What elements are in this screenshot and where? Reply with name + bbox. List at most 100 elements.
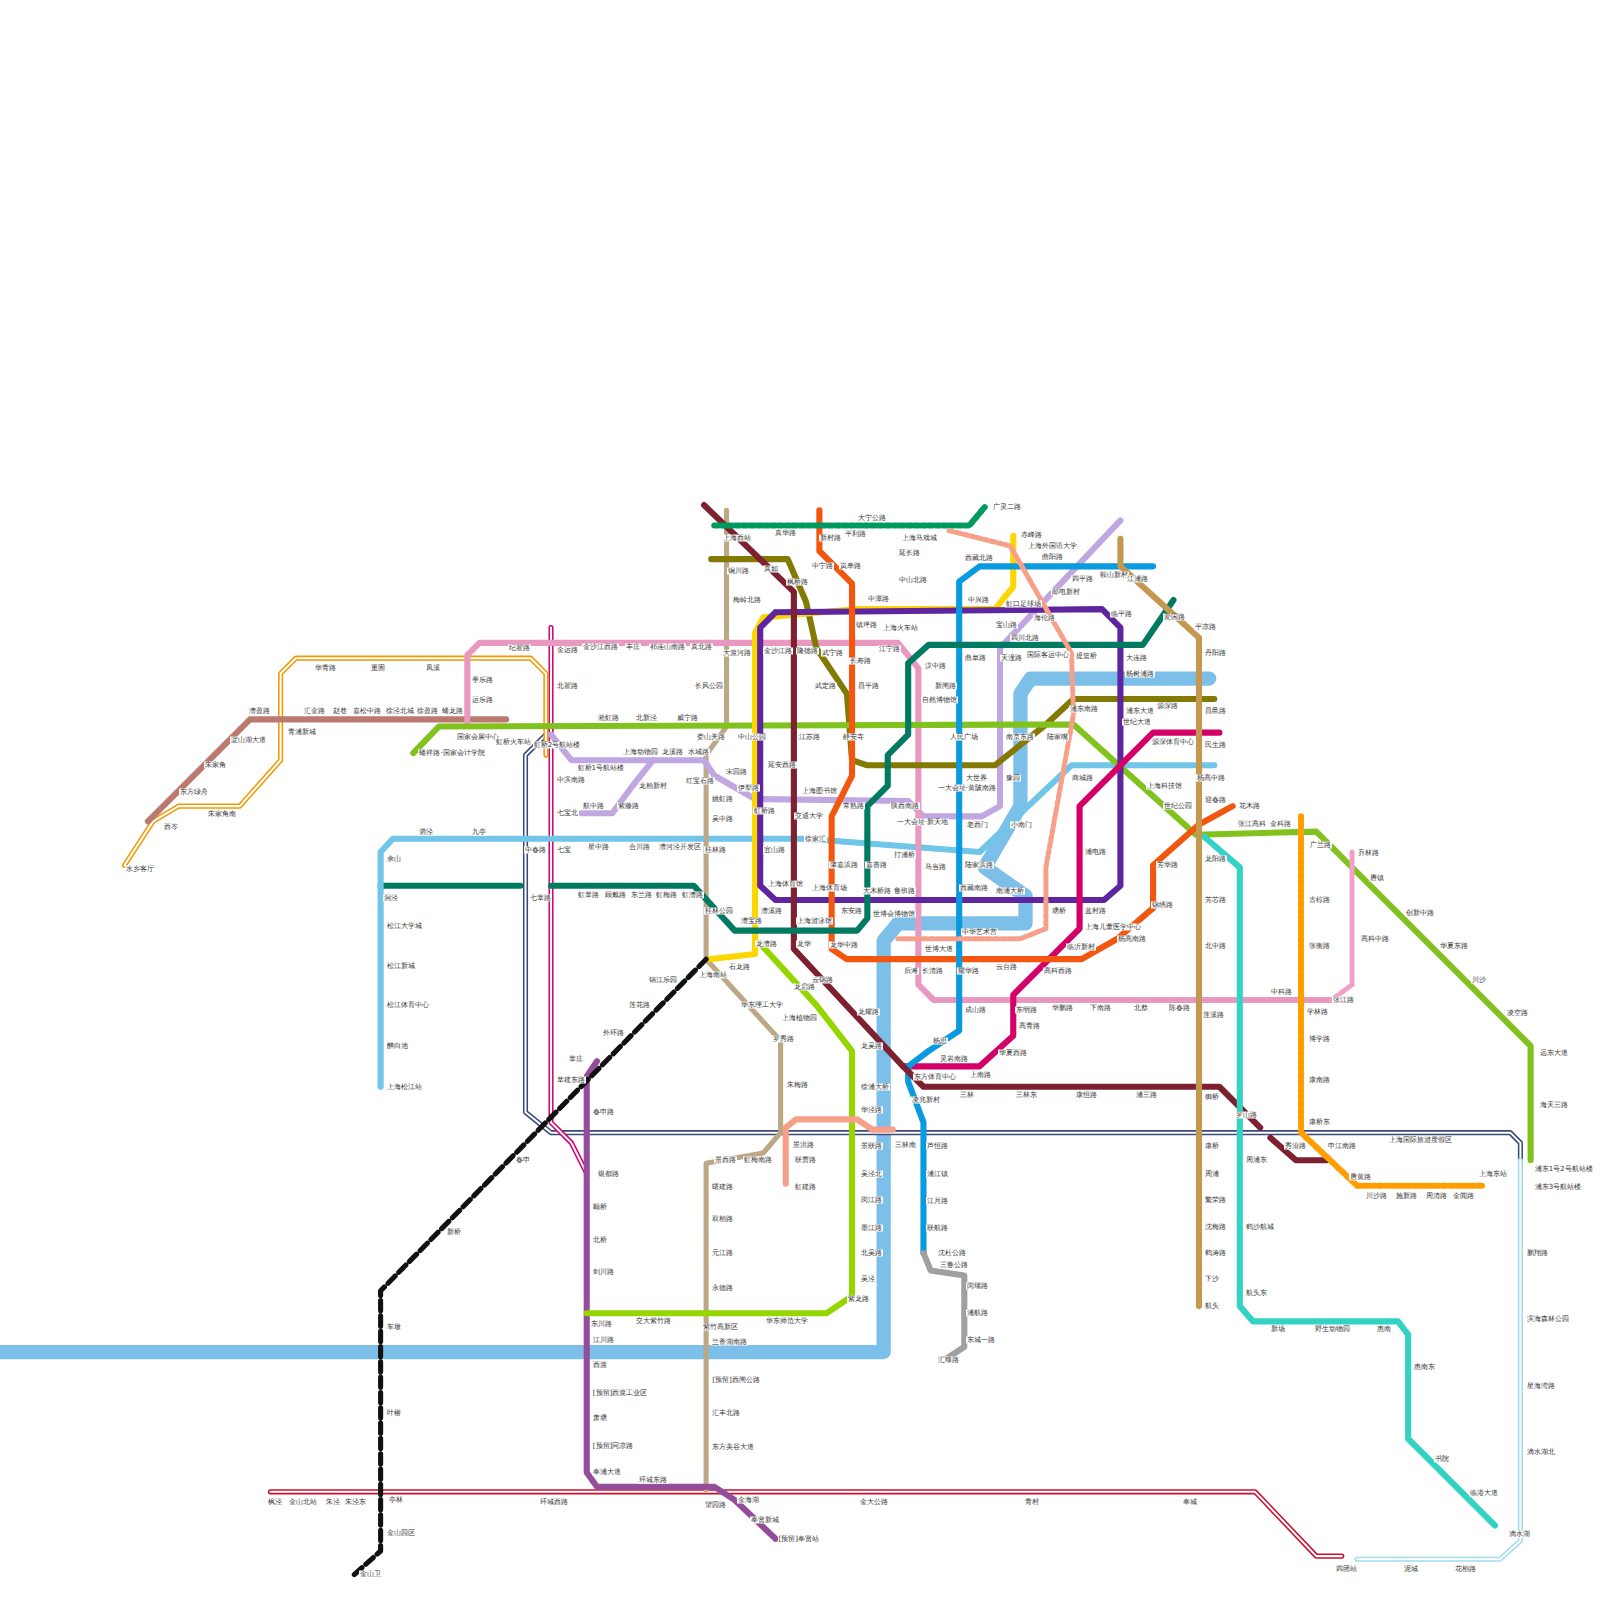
station-label: 漕宝路 [740, 918, 763, 925]
station-label: 浦江镇 [926, 1170, 949, 1177]
station-label: 灵岩南路 [939, 1056, 969, 1063]
station-label: 曲阳路 [1041, 554, 1064, 561]
station-label: 鹏翔路 [1526, 1250, 1549, 1257]
station-label: 北桥 [592, 1236, 608, 1243]
station-label: 水乡客厅 [125, 866, 155, 873]
station-label: 莲花路 [628, 1002, 651, 1009]
station-label: 世纪公园 [1163, 803, 1193, 810]
station-label: 龙阳路 [1204, 856, 1227, 863]
station-label: 泗泾 [418, 828, 434, 835]
station-label: 惠南 [1376, 1325, 1392, 1332]
station-label: 唐黄路 [1349, 1173, 1372, 1180]
station-label: 上海南站 [698, 971, 728, 978]
station-label: 川沙 [1471, 976, 1487, 983]
station-label: 上海外国语大学 [1027, 542, 1078, 549]
station-label: 银都路 [597, 1170, 620, 1177]
station-label: 新村路 [819, 534, 842, 541]
station-label: 长清路 [921, 968, 944, 975]
station-label: 凤溪 [425, 665, 441, 672]
station-label: 中滨南路 [556, 776, 586, 783]
station-label: 蟠祥路·国家会计学院 [418, 750, 485, 757]
station-label: 耀华路 [957, 968, 980, 975]
station-label: 虹桥2号航站楼 [533, 741, 581, 748]
station-label: 龙华 [796, 940, 812, 947]
station-label: 周浦 [1204, 1170, 1220, 1177]
station-label: 四川北路 [1010, 634, 1040, 641]
station-label: 龙柏新村 [638, 782, 668, 789]
station-label: 龙溪路 [661, 749, 684, 756]
station-label: 世博会博物馆 [872, 911, 916, 918]
station-label: 娄山关路 [696, 733, 726, 740]
station-label: 朱泾东 [344, 1499, 367, 1506]
station-label: 国际客运中心 [1026, 652, 1070, 659]
station-label: 梅岭北路 [732, 597, 762, 604]
station-label: 民生路 [1204, 741, 1227, 748]
station-label: 虹梅南路 [743, 1157, 773, 1164]
station-label: 芳芯路 [1204, 897, 1227, 904]
station-label: 新桥 [446, 1228, 462, 1235]
station-label: 中宁路 [811, 563, 834, 570]
station-label: 南浦大桥 [995, 887, 1025, 894]
station-label: 上海东站 [1478, 1170, 1508, 1177]
station-label: 秀沿路 [1284, 1142, 1307, 1149]
station-label: 高科中路 [1360, 935, 1390, 942]
station-label: 康桥东 [1308, 1119, 1331, 1126]
station-label: 朱家角南 [207, 811, 237, 818]
station-label: 陆家嘴 [1046, 733, 1069, 740]
station-label: 世博大道 [924, 946, 954, 953]
station-label: 云锦路 [811, 976, 834, 983]
station-label: 汇金路 [303, 708, 326, 715]
station-label: 东川路 [590, 1320, 613, 1327]
station-label: 虹桥1号航站楼 [577, 765, 625, 772]
station-label: 滴水湖北 [1526, 1449, 1556, 1456]
station-label: 海天三路 [1539, 1102, 1569, 1109]
station-label: 七宝 [556, 847, 572, 854]
station-label: 广灵二路 [992, 504, 1022, 511]
station-label: 三鲁公路 [939, 1262, 969, 1269]
station-label: 上海植物园 [781, 1015, 818, 1022]
station-label: 上海图书馆 [801, 787, 838, 794]
station-label: 花柏路 [1454, 1566, 1477, 1573]
station-label: 锦绣路 [1151, 902, 1174, 909]
station-label: 虹梅路 [655, 891, 678, 898]
station-label: 春申路 [592, 1109, 615, 1116]
river [0, 679, 1209, 1352]
station-label: 静安寺 [842, 733, 865, 740]
station-label: 成山路 [964, 1007, 987, 1014]
station-label: 龙耀路 [857, 1009, 880, 1016]
station-label: 曙建路 [711, 1183, 734, 1190]
station-label: 漕溪路 [760, 908, 783, 915]
station-label: 江苏路 [798, 733, 821, 740]
station-label: 宝山路 [995, 621, 1018, 628]
station-label: 浦东3号航站楼 [1534, 1183, 1582, 1190]
station-label: 金沙江路 [763, 648, 793, 655]
station-label: 吴泾北 [860, 1170, 883, 1177]
station-label: 东明路 [1015, 1007, 1038, 1014]
station-label: 江月路 [926, 1198, 949, 1205]
station-label: 罗秀路 [772, 1035, 795, 1042]
station-label: 沈杜公路 [937, 1250, 967, 1257]
station-label: 申江南路 [1327, 1142, 1357, 1149]
station-label: 威宁路 [676, 715, 699, 722]
station-label: 下沙 [1204, 1275, 1220, 1282]
station-label: 景西路 [714, 1157, 737, 1164]
station-label: 西藏南路 [959, 884, 989, 891]
station-label: 杨高中路 [1196, 774, 1226, 781]
station-label: 桂林路 [704, 847, 727, 854]
station-label: 上海体育场 [811, 884, 848, 891]
station-label: 海伦路 [1033, 615, 1056, 622]
station-label: 龙启路 [793, 983, 816, 990]
station-label: 惠南东 [1413, 1364, 1436, 1371]
station-label: 奉贤新城 [750, 1517, 780, 1524]
station-label: 枫桥路 [786, 578, 809, 585]
station-label: 亭林 [388, 1497, 404, 1504]
station-label: 联航路 [926, 1224, 949, 1231]
rail-double-lines [124, 628, 1520, 1560]
station-label: 汉中路 [924, 663, 947, 670]
station-label: 高科西路 [1043, 968, 1073, 975]
station-label: 书院 [1434, 1456, 1450, 1463]
station-label: [预留]同凉路 [592, 1442, 634, 1449]
station-label: 华泾路 [860, 1107, 883, 1114]
station-label: 永德路 [711, 1284, 734, 1291]
station-label: 新闸路 [934, 682, 957, 689]
